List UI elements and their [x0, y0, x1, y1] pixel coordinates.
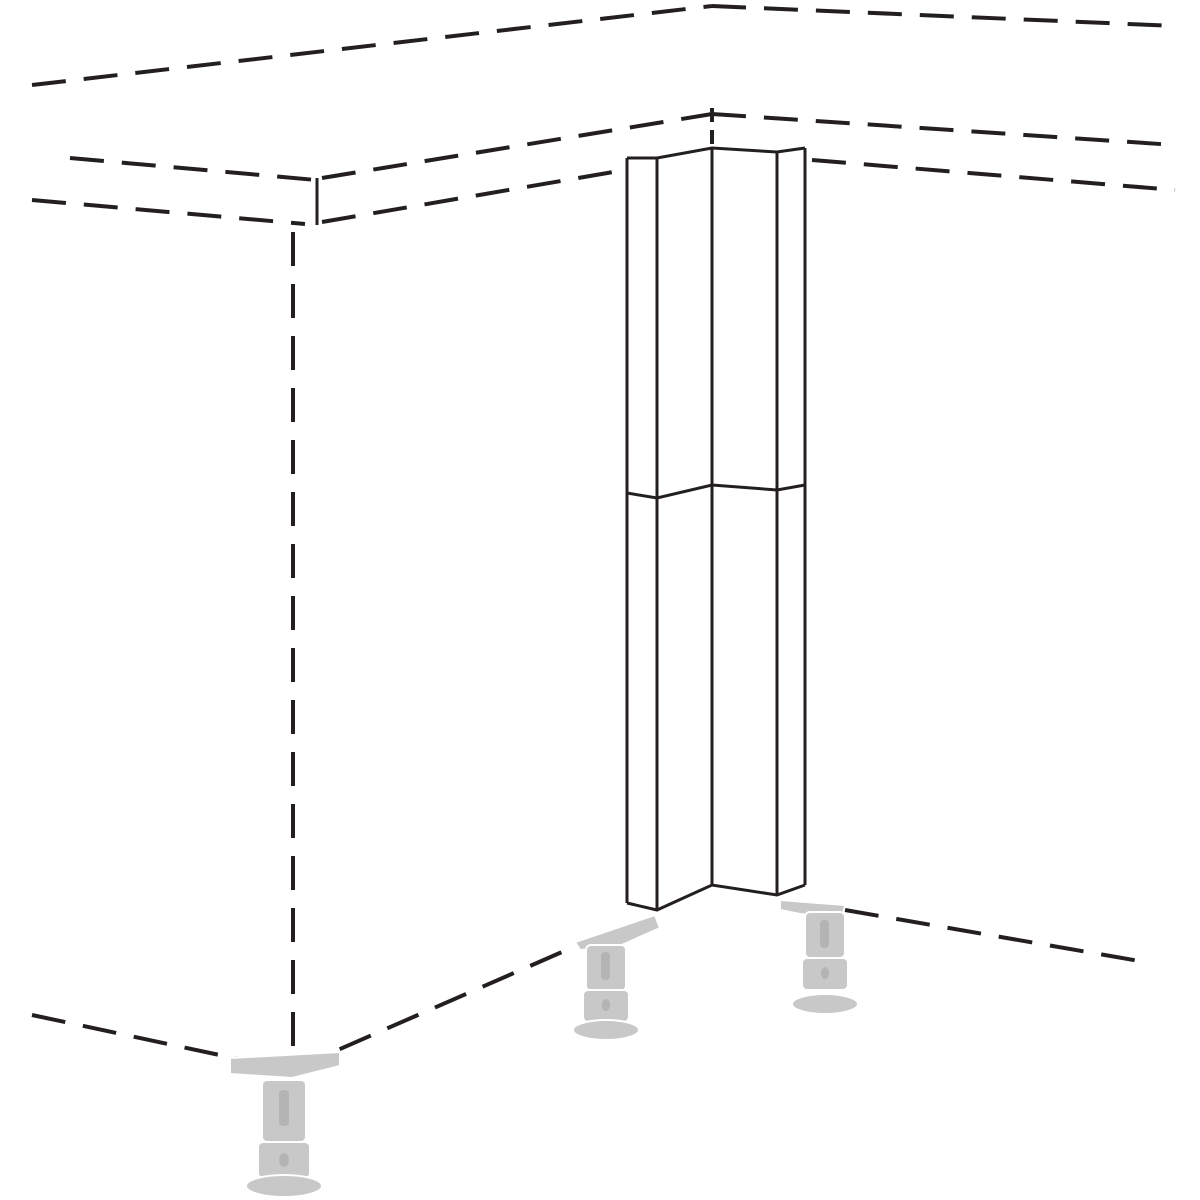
right-cabinet-outline: [710, 108, 1176, 964]
foot-base: [245, 1174, 323, 1198]
foot-slot: [820, 920, 829, 948]
left-cabinet-top-front-edge: [31, 198, 306, 226]
corner-column: [625, 146, 807, 912]
worktop-outline: [31, 4, 1176, 87]
left-cabinet-bottom-side-edge: [291, 943, 579, 1072]
adjustable-foot-right: [779, 898, 859, 1015]
adjustable-foot-middle: [572, 913, 662, 1041]
right-cabinet-top-edge: [711, 112, 1176, 147]
foot-hole: [821, 967, 829, 979]
foot-base: [791, 993, 859, 1015]
right-cabinet-bottom-edge: [844, 908, 1146, 964]
foot-bracket: [229, 1050, 341, 1080]
worktop-back-left-edge: [31, 4, 713, 87]
adjustable-foot-left: [229, 1050, 341, 1198]
worktop-back-right-edge: [711, 4, 1176, 28]
foot-slot: [279, 1090, 289, 1126]
left-cabinet-top-edge: [69, 156, 317, 182]
left-cabinet-side-lower-edge: [321, 168, 626, 224]
foot-hole: [279, 1153, 289, 1167]
right-cabinet-lower-edge: [811, 158, 1176, 192]
left-cabinet-side-top-edge: [321, 112, 713, 180]
foot-slot: [601, 952, 610, 980]
left-cabinet-outline: [31, 112, 713, 1072]
foot-hole: [602, 999, 610, 1011]
foot-base: [572, 1019, 640, 1041]
foot-bracket: [573, 913, 662, 952]
